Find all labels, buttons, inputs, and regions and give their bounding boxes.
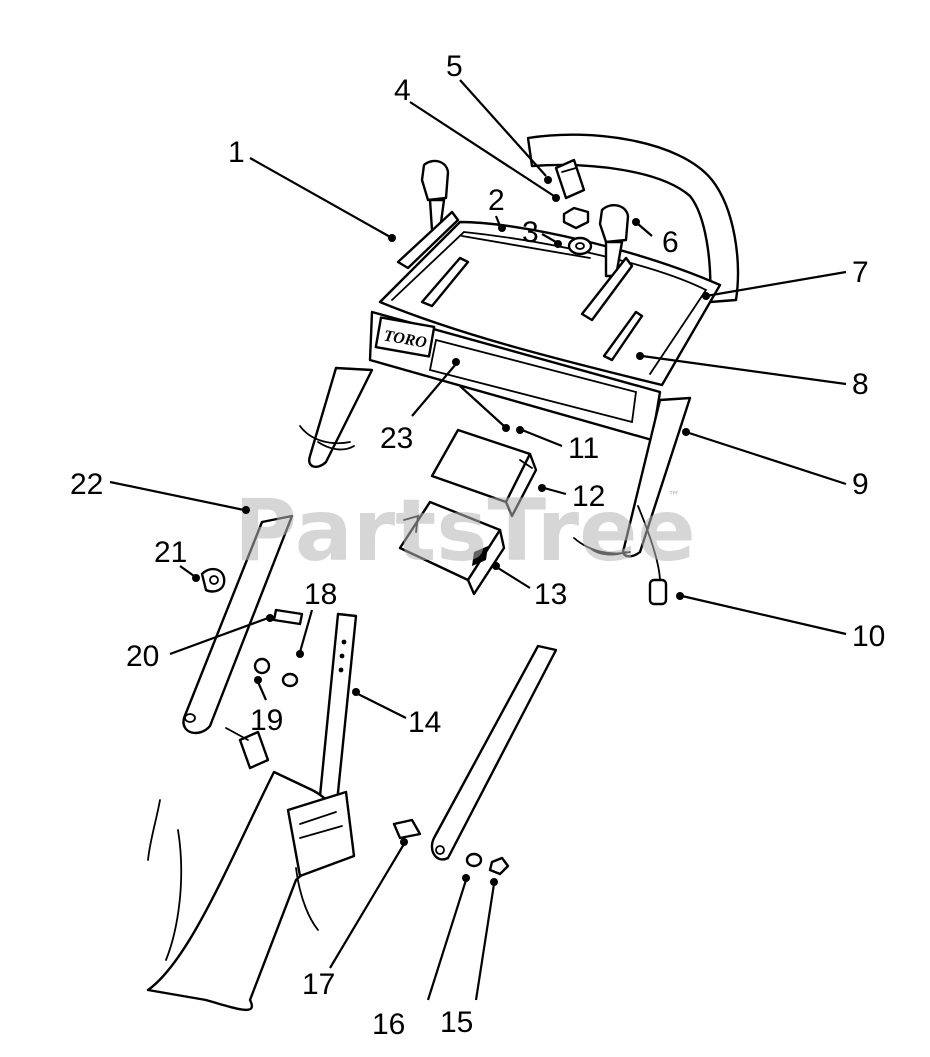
callout-labels: 1 2 3 4 5 6 7 8 9 10 11 12 13 14 15 16 1… — [70, 50, 885, 1041]
callout-2: 2 — [488, 184, 505, 217]
callout-1: 1 — [228, 136, 245, 169]
bolt — [253, 657, 271, 675]
callout-21: 21 — [154, 536, 187, 569]
battery — [430, 428, 538, 518]
hex-nut — [562, 206, 590, 230]
safety-switch — [637, 505, 668, 606]
callout-14: 14 — [408, 706, 441, 739]
callout-13: 13 — [534, 578, 567, 611]
handle-arm-left — [182, 514, 294, 735]
callout-16: 16 — [372, 1008, 405, 1041]
callout-3: 3 — [522, 216, 539, 249]
watermark-trademark: ™ — [668, 489, 680, 503]
washer — [567, 236, 593, 256]
spacer — [200, 567, 226, 593]
lock-nut — [488, 856, 510, 876]
callout-7: 7 — [852, 256, 869, 289]
pin — [272, 608, 304, 626]
callout-9: 9 — [852, 468, 869, 501]
callout-4: 4 — [394, 74, 411, 107]
watermark: PartsTree — [234, 481, 696, 581]
battery-tray — [398, 500, 506, 596]
callout-18: 18 — [304, 578, 337, 611]
control-lever-right — [580, 204, 634, 322]
callout-20: 20 — [126, 640, 159, 673]
ignition-key — [554, 158, 586, 200]
callout-6: 6 — [662, 226, 679, 259]
callout-8: 8 — [852, 368, 869, 401]
leader-lines — [109, 79, 847, 1001]
shoulder-bolt — [392, 818, 422, 840]
flat-washer — [281, 672, 299, 688]
callout-22: 22 — [70, 468, 103, 501]
washer-lower — [465, 852, 483, 868]
handle-arm-right — [430, 644, 558, 861]
callout-17: 17 — [302, 968, 335, 1001]
callout-19: 19 — [250, 704, 283, 737]
control-lever-left — [396, 159, 460, 270]
callout-11: 11 — [568, 432, 599, 465]
mount-bracket — [318, 612, 358, 814]
callout-12: 12 — [572, 480, 605, 513]
callout-23: 23 — [380, 422, 413, 455]
callout-5: 5 — [446, 50, 463, 83]
mower-base-housing — [146, 727, 356, 1012]
callout-15: 15 — [440, 1006, 473, 1039]
control-panel-assembly: TORO — [299, 133, 740, 558]
callout-10: 10 — [852, 620, 885, 653]
